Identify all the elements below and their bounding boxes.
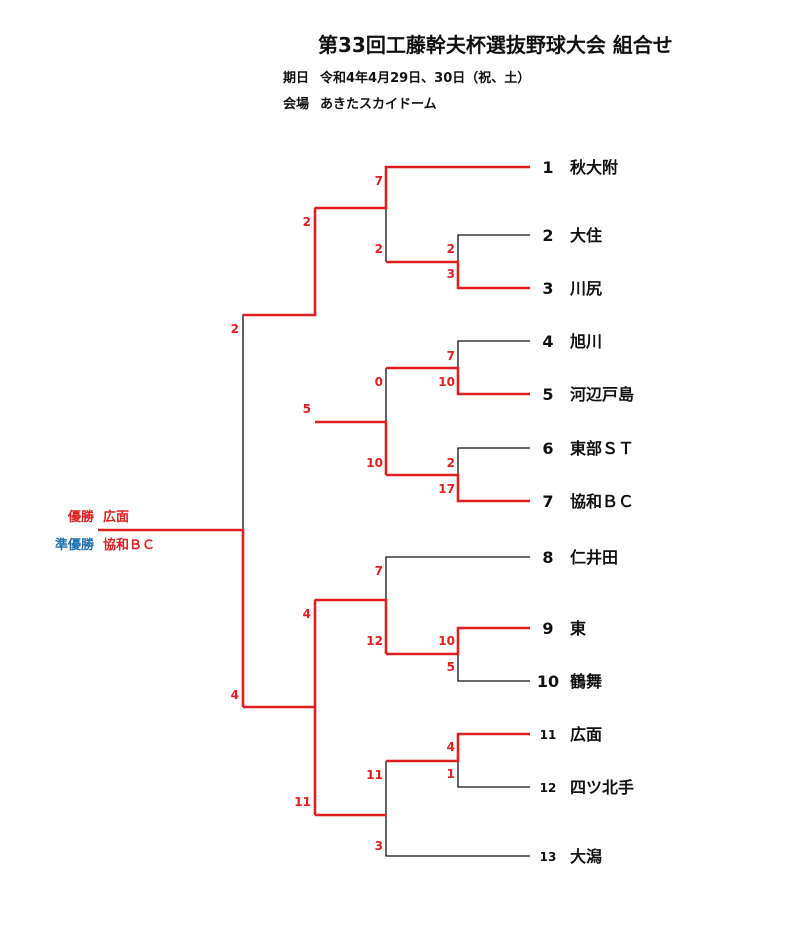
team-name: 旭川 — [569, 332, 602, 351]
team-number: 2 — [542, 226, 553, 245]
tournament-title: 第33回工藤幹夫杯選抜野球大会 組合せ — [318, 33, 673, 57]
winner-lines — [98, 165, 530, 817]
venue-value: あきたスカイドーム — [320, 97, 437, 112]
score-team-11-12-winner: 11 — [366, 768, 383, 782]
score-team-1: 7 — [375, 174, 383, 188]
team-name: 大潟 — [570, 847, 602, 866]
score-final-lower: 4 — [231, 688, 239, 702]
score-team-3: 3 — [447, 267, 455, 281]
team-number: 5 — [542, 385, 553, 404]
line-semi-bottom-upper — [314, 599, 386, 707]
score-team-4-5-winner: 0 — [375, 375, 383, 389]
score-semi-bottom-lower: 11 — [294, 795, 311, 809]
team-number: 10 — [537, 672, 559, 691]
team-list: 1 秋大附 2 大住 3 川尻 4 旭川 5 河辺戸島 6 東部ＳＴ 7 協和Ｂ… — [537, 158, 634, 866]
score-team-2: 2 — [447, 242, 455, 256]
line-team-8 — [385, 556, 530, 600]
team-number: 4 — [542, 332, 553, 351]
team-name: 仁井田 — [570, 548, 618, 567]
line-team-2 — [457, 234, 530, 262]
team-name: 東 — [570, 619, 586, 638]
score-team-8: 7 — [375, 564, 383, 578]
win-line-team-3 — [386, 260, 530, 290]
team-name: 協和ＢＣ — [570, 492, 634, 511]
team-number: 1 — [542, 158, 553, 177]
team-number: 9 — [542, 619, 553, 638]
score-team-4: 7 — [447, 349, 455, 363]
date-label: 期日 — [283, 71, 309, 86]
team-number: 13 — [540, 850, 557, 864]
line-team-13 — [385, 815, 530, 857]
date-value: 令和4年4月29日、30日（祝、土） — [320, 70, 530, 86]
score-team-12: 1 — [447, 767, 455, 781]
score-labels: 2 3 7 10 2 17 10 5 4 1 7 2 0 10 7 12 11 … — [231, 174, 455, 853]
score-semi-top-lower: 5 — [303, 402, 311, 416]
team-name: 秋大附 — [570, 158, 618, 177]
team-name: 広面 — [570, 725, 602, 744]
score-final-upper: 2 — [231, 322, 239, 336]
team-name: 四ツ北手 — [570, 778, 634, 797]
win-line-team-7 — [386, 473, 530, 503]
win-line-team-11 — [386, 732, 530, 763]
win-line-team-1 — [315, 165, 530, 210]
win-line-semi-top — [243, 208, 317, 317]
team-name: 河辺戸島 — [570, 385, 634, 404]
score-team-10: 5 — [447, 660, 455, 674]
line-team-6 — [457, 447, 530, 475]
champion-label: 優勝 — [67, 509, 95, 525]
team-number: 12 — [540, 781, 557, 795]
score-team-7: 17 — [438, 482, 455, 496]
line-team-4 — [457, 340, 530, 368]
champion-team: 広面 — [103, 509, 129, 525]
win-line-final — [98, 528, 245, 707]
line-semi-top-upper — [314, 207, 386, 315]
line-team-10 — [457, 654, 530, 682]
score-team-9-10-winner: 12 — [366, 634, 383, 648]
team-number: 11 — [540, 728, 557, 742]
team-number: 3 — [542, 279, 553, 298]
team-number: 6 — [542, 439, 553, 458]
team-name: 大住 — [570, 226, 602, 245]
runnerup-team: 協和ＢＣ — [103, 537, 155, 553]
runnerup-label: 準優勝 — [55, 537, 95, 553]
score-team-6: 2 — [447, 456, 455, 470]
team-number: 8 — [542, 548, 553, 567]
team-name: 東部ＳＴ — [570, 439, 634, 458]
score-team-9: 10 — [438, 634, 455, 648]
line-final-upper — [242, 314, 315, 530]
line-team-12 — [457, 761, 530, 788]
score-semi-top-upper: 2 — [303, 215, 311, 229]
team-number: 7 — [542, 492, 553, 511]
win-line-team-5 — [386, 366, 530, 396]
team-name: 川尻 — [569, 279, 602, 298]
score-team-6-7-winner: 10 — [366, 456, 383, 470]
win-line-team-9 — [386, 626, 530, 656]
win-line-r2-67 — [315, 420, 388, 475]
win-line-r2-910 — [315, 598, 388, 654]
score-semi-bottom-upper: 4 — [303, 607, 311, 621]
team-name: 鶴舞 — [570, 672, 602, 691]
score-team-11: 4 — [447, 740, 455, 754]
score-team-5: 10 — [438, 375, 455, 389]
venue-label: 会場 — [283, 96, 309, 112]
loser-lines — [242, 207, 530, 857]
score-team-13: 3 — [375, 839, 383, 853]
score-team-2-3-winner: 2 — [375, 242, 383, 256]
